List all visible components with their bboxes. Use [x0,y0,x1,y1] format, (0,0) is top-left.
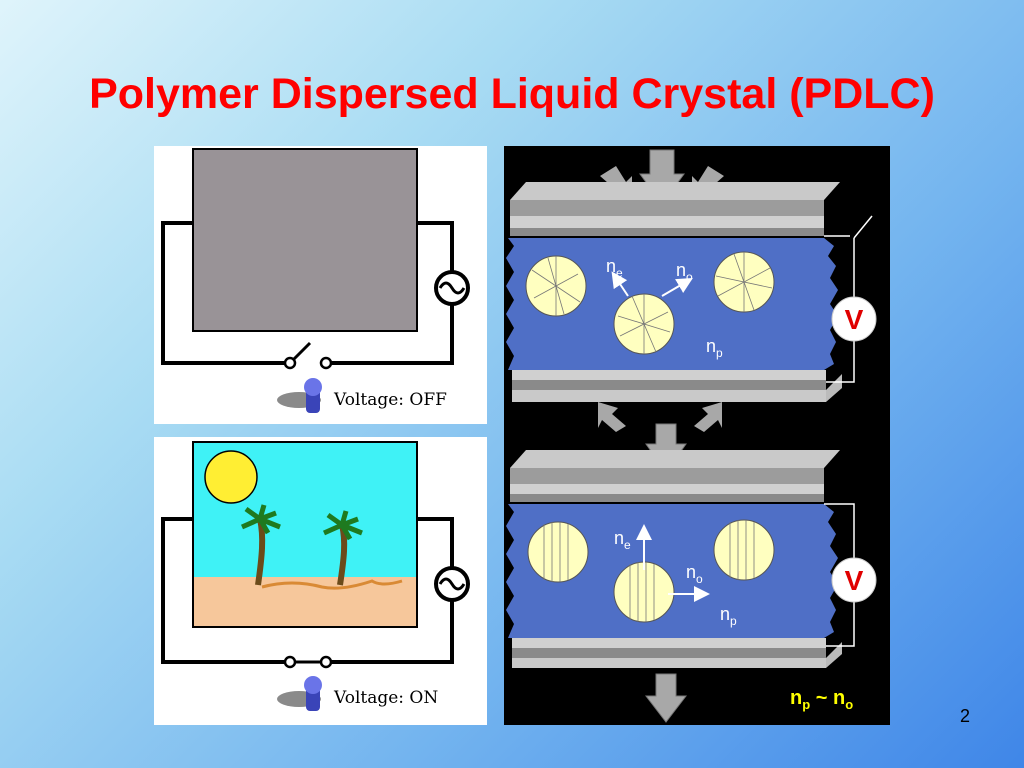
top-glass-plate [510,450,840,502]
liquid-crystal-droplet [713,251,775,313]
transmitted-light-arrow [644,673,688,723]
palm-tree-icon [322,510,363,586]
sand-shadow [261,579,403,590]
top-voltmeter-label: V [845,304,864,335]
voltmeter-icon: V [831,557,877,603]
circuit-wire [417,221,454,273]
bottom-voltmeter-label: V [845,565,864,596]
liquid-crystal-droplet [613,293,675,355]
bottom-glass-plate [512,638,842,668]
slide-number: 2 [959,706,970,726]
circuit-wire [161,517,288,664]
bottom-glass-plate [512,370,842,402]
bottom-ne-label: ne [614,528,631,552]
top-no-label: no [676,260,693,284]
voltage-off-panel: Voltage: OFF [154,146,487,424]
toggle-knob-icon [277,378,322,413]
voltage-off-label: Voltage: OFF [333,390,447,410]
sun-icon [204,450,258,504]
no-arrow [661,277,693,297]
ac-source-icon [434,270,470,306]
ac-source-icon [434,566,470,602]
open-switch-icon [283,341,333,370]
transparent-window-scene [192,441,418,628]
voltage-on-label: Voltage: ON [333,688,438,708]
circuit-wire [417,517,454,569]
opaque-window [192,148,418,332]
circuit-wire [161,221,288,365]
ne-arrow [611,271,629,297]
scattered-light-arrow [598,402,722,432]
palm-tree-icon [240,504,281,586]
liquid-crystal-droplet [613,561,675,623]
index-match-equation: np ~ no [790,687,853,712]
liquid-crystal-droplet [527,521,589,583]
toggle-knob-icon [277,676,322,711]
top-np-label: np [706,336,723,360]
circuit-wire [327,303,454,365]
liquid-crystal-droplet [525,255,587,317]
slide-title: Polymer Dispersed Liquid Crystal (PDLC) [89,70,935,118]
closed-switch-icon [283,655,333,669]
bottom-voltage-wires [824,503,855,647]
top-ne-label: ne [606,256,623,280]
voltage-on-panel: Voltage: ON [154,437,487,725]
pdlc-schematic-panel: ne no np V [504,146,890,725]
bottom-no-label: no [686,562,703,586]
circuit-wire [327,599,454,664]
liquid-crystal-droplet [713,519,775,581]
top-glass-plate [510,182,840,236]
voltmeter-icon: V [831,296,877,342]
top-voltage-wires [824,215,873,383]
bottom-np-label: np [720,604,737,628]
